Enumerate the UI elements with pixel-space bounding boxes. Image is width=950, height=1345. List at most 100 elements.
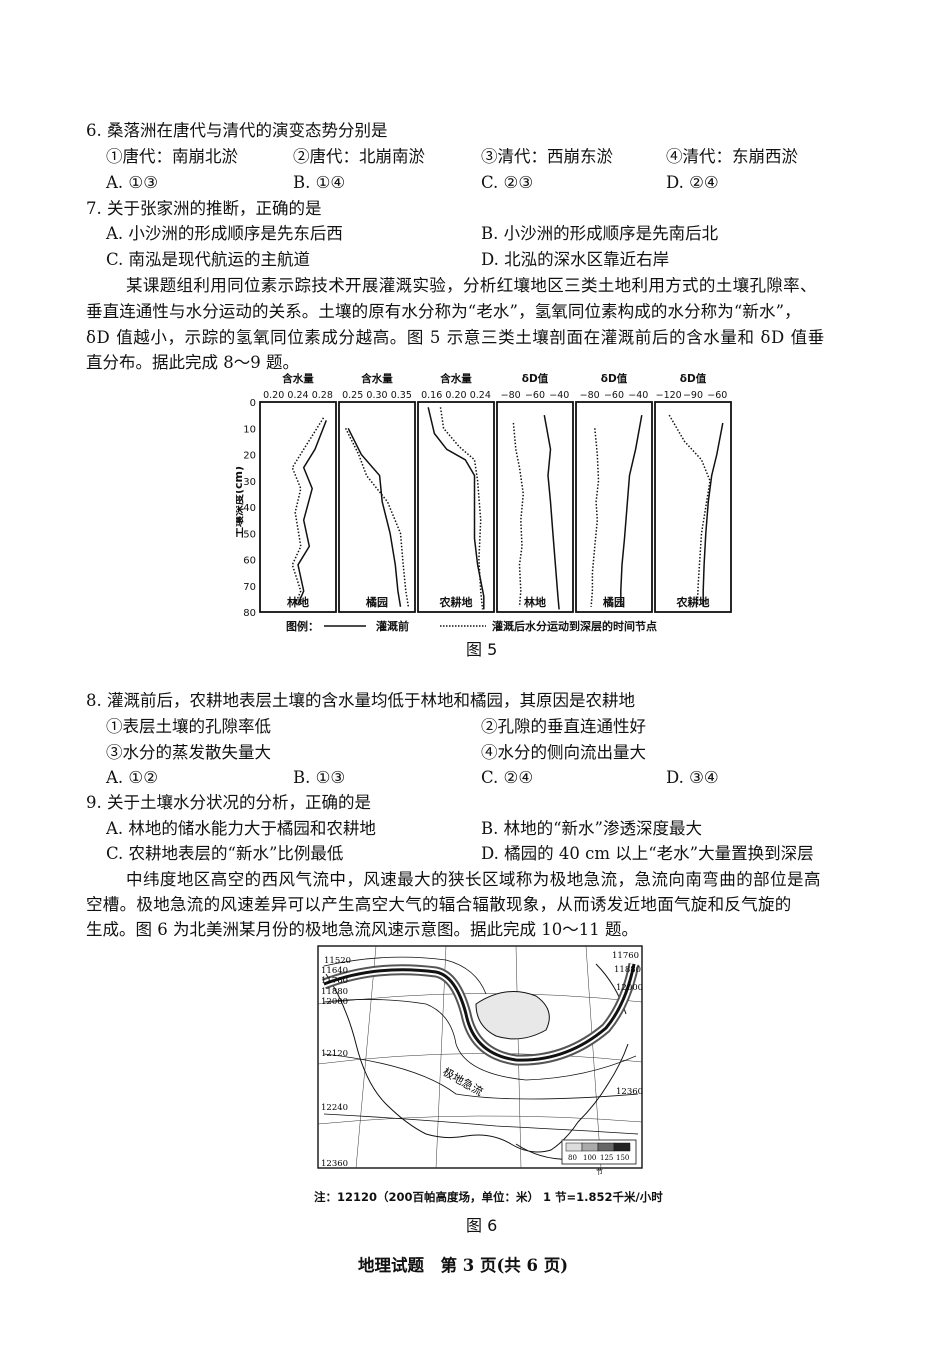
q6-answer-c: C. ②③ — [481, 173, 534, 192]
panel-land-label: 林地 — [524, 595, 546, 609]
panel-x-tick: 0.20 — [263, 390, 284, 401]
panel-x-tick: −60 — [707, 390, 727, 401]
y-tick-label: 0 — [250, 398, 256, 409]
legend-after-label: 灌溉后水分运动到深层的时间节点 — [492, 619, 657, 633]
y-tick-label: 50 — [243, 529, 256, 540]
panel-x-tick: 0.30 — [366, 390, 387, 401]
contour-label: 12120 — [321, 1049, 348, 1059]
speed-legend-tick: 150 — [616, 1154, 629, 1162]
panel-frame — [338, 401, 416, 613]
series-before-irrigation — [620, 414, 643, 607]
panel-x-tick: −60 — [525, 390, 545, 401]
panel-x-title: 含水量 — [361, 372, 393, 385]
q6-answer-a: A. ①③ — [106, 173, 158, 192]
q6-stem: 6. 桑落洲在唐代与清代的演变态势分别是 — [86, 121, 388, 140]
q9-option-d: D. 橘园的 40 cm 以上“老水”大量置换到深层 — [481, 844, 814, 863]
y-tick-label: 80 — [243, 608, 256, 619]
figure5-caption: 图 5 — [466, 640, 498, 659]
y-tick-label: 20 — [243, 451, 256, 462]
q7-option-b: B. 小沙洲的形成顺序是先南后北 — [481, 224, 719, 243]
q8-option-1: ①表层土壤的孔隙率低 — [106, 717, 271, 736]
panel-x-tick: 0.20 — [445, 390, 466, 401]
contour-label: 11760 — [321, 976, 348, 986]
panel-x-title: δD值 — [601, 372, 628, 385]
panel-x-tick: −80 — [580, 390, 600, 401]
series-before-irrigation — [702, 422, 724, 607]
legend-before-label: 灌溉前 — [376, 619, 409, 633]
panel-frame — [496, 401, 574, 613]
q6-option-2: ②唐代：北崩南淤 — [293, 147, 425, 166]
contour-label: 12360 — [616, 1087, 643, 1097]
contour-labels: 11520 11640 11760 11880 12000 12120 1224… — [321, 951, 643, 1169]
panel-x-tick: 0.24 — [470, 390, 491, 401]
panel-frame — [259, 401, 337, 613]
q8-answer-b: B. ①③ — [293, 768, 346, 787]
figure5-legend: 图例： 灌溉前 灌溉后水分运动到深层的时间节点 — [286, 619, 657, 633]
speed-legend-unit: 节 — [596, 1168, 603, 1176]
panel-x-title: 含水量 — [282, 372, 314, 385]
contour-label: 12000 — [616, 983, 643, 993]
figure6-jet-stream-map: 极地急流 11520 11640 11760 11880 12000 12120… — [317, 945, 643, 1176]
contour-label: 11880 — [321, 987, 348, 997]
q6-answer-d: D. ②④ — [666, 173, 719, 192]
q8-stem: 8. 灌溉前后，农耕地表层土壤的含水量均低于林地和橘园，其原因是农耕地 — [86, 691, 635, 710]
series-before-irrigation — [427, 407, 485, 610]
map-graticule — [317, 945, 643, 1169]
series-before-irrigation — [347, 427, 402, 607]
q8-option-4: ④水分的侧向流出量大 — [481, 743, 646, 762]
panel-land-label: 橘园 — [602, 595, 625, 609]
q8-answer-c: C. ②④ — [481, 768, 534, 787]
q8-option-2: ②孔隙的垂直连通性好 — [481, 717, 646, 736]
passage1-line-1: 某课题组利用同位素示踪技术开展灌溉实验，分析红壤地区三类土地利用方式的土壤孔隙率… — [126, 276, 817, 295]
panel-frame — [654, 401, 732, 613]
q7-option-c: C. 南泓是现代航运的主航道 — [106, 250, 311, 269]
panel-x-tick: −90 — [683, 390, 703, 401]
panel-x-tick: 0.28 — [312, 390, 333, 401]
y-tick-label: 70 — [243, 582, 256, 593]
q6-answer-b: B. ①④ — [293, 173, 346, 192]
speed-legend-swatch-3 — [597, 1142, 615, 1152]
figure6-note: 注：12120（200百帕高度场，单位：米） 1 节=1.852千米/小时 — [314, 1190, 663, 1204]
series-after-irrigation — [590, 428, 600, 607]
panel-x-tick: −120 — [656, 390, 682, 401]
legend-label: 图例： — [286, 619, 319, 633]
series-after-irrigation — [512, 422, 525, 607]
speed-legend-swatch-4 — [613, 1142, 631, 1152]
y-tick-label: 10 — [243, 424, 256, 435]
passage2-line-2: 空槽。极地急流的风速差异可以产生高空大气的辐合辐散现象，从而诱发近地面气旋和反气… — [86, 895, 792, 914]
page-footer: 地理试题 第 3 页(共 6 页) — [358, 1256, 569, 1275]
panel-x-tick: 0.24 — [287, 390, 308, 401]
contour-label: 12240 — [321, 1103, 348, 1113]
q9-option-c: C. 农耕地表层的“新水”比例最低 — [106, 844, 344, 863]
panel-x-tick: −80 — [501, 390, 521, 401]
q7-option-a: A. 小沙洲的形成顺序是先东后西 — [106, 224, 343, 243]
speed-legend-tick: 80 — [568, 1154, 577, 1162]
panel-land-label: 农耕地 — [439, 595, 473, 609]
panel-x-title: δD值 — [522, 372, 549, 385]
panel-4: δD值−80 −60 −40 林地 — [496, 372, 574, 613]
panel-x-tick: −60 — [604, 390, 624, 401]
contour-label: 11640 — [321, 966, 348, 976]
panel-x-tick: 0.25 — [342, 390, 363, 401]
q9-option-b: B. 林地的“新水”渗透深度最大 — [481, 819, 702, 838]
panel-x-tick: 0.35 — [391, 390, 412, 401]
q7-stem: 7. 关于张家洲的推断，正确的是 — [86, 199, 322, 218]
y-tick-label: 60 — [243, 556, 256, 567]
q8-answer-d: D. ③④ — [666, 768, 719, 787]
panel-x-tick: 0.16 — [421, 390, 442, 401]
contour-label: 11760 — [612, 951, 639, 961]
speed-legend-tick: 100 — [583, 1154, 596, 1162]
panel-x-tick: −40 — [549, 390, 569, 401]
series-after-irrigation — [344, 427, 410, 607]
passage2-line-1: 中纬度地区高空的西风气流中，风速最大的狭长区域称为极地急流，急流向南弯曲的部位是… — [126, 870, 821, 889]
contour-label: 12360 — [321, 1159, 348, 1169]
figure6-caption: 图 6 — [466, 1216, 498, 1235]
panel-land-label: 林地 — [287, 595, 309, 609]
passage1-line-4: 直分布。据此完成 8～9 题。 — [86, 353, 299, 372]
contour-label: 12000 — [321, 997, 348, 1007]
